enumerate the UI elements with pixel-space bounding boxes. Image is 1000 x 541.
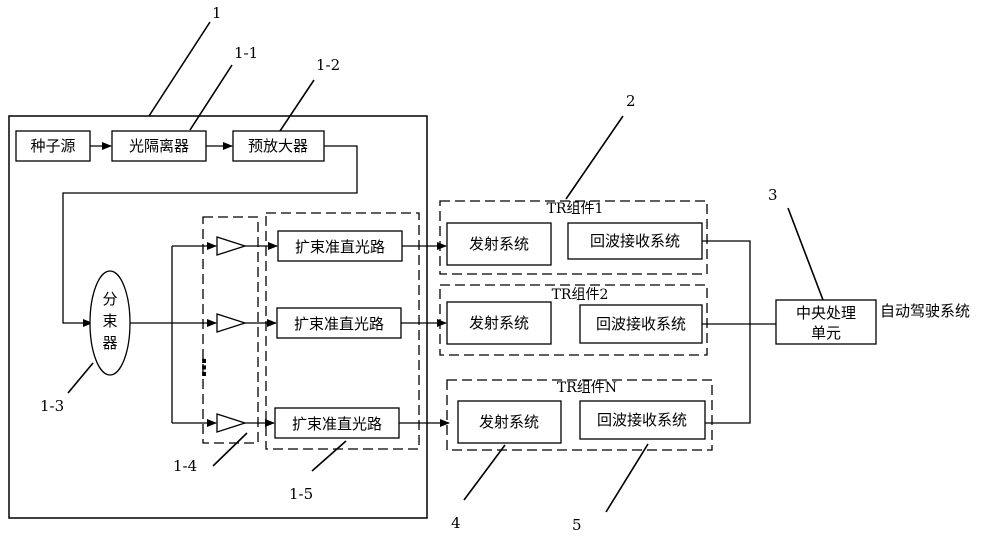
ellipsis-dots: ⋮ (193, 356, 215, 381)
optical-isolator-label: 光隔离器 (129, 137, 189, 155)
collimation-label-1: 扩束准直光路 (295, 238, 385, 256)
amplifier-icon-n (217, 414, 245, 432)
ref-4: 4 (451, 514, 461, 532)
leader-1 (149, 22, 210, 116)
ref-1-4: 1-4 (173, 457, 197, 475)
tr-component-1-label: TR组件1 (547, 201, 604, 217)
ref-2: 2 (626, 92, 636, 110)
amplifier-icon-2 (217, 314, 245, 332)
autopilot-label: 自动驾驶系统 (880, 302, 970, 320)
transmit-label-1: 发射系统 (469, 235, 529, 253)
ref-1-2: 1-2 (316, 56, 340, 74)
line-echo-1-to-n (702, 241, 750, 423)
splitter-label-2: 束 (102, 312, 117, 330)
echo-receive-label-1: 回波接收系统 (590, 232, 680, 250)
tr-component-2-label: TR组件2 (552, 287, 609, 303)
central-processing-label-1: 中央处理 (796, 304, 856, 322)
leader-2 (566, 116, 623, 199)
ref-1: 1 (212, 4, 222, 22)
ref-1-5: 1-5 (289, 485, 313, 503)
leader-1-1 (190, 65, 232, 130)
preamplifier-label: 预放大器 (248, 137, 308, 155)
leader-1-2 (280, 80, 314, 131)
amplifier-icon-1 (217, 237, 245, 255)
leader-1-3 (68, 363, 93, 393)
collimation-label-n: 扩束准直光路 (292, 415, 382, 433)
splitter-label-3: 器 (102, 334, 117, 352)
leader-5 (606, 444, 648, 512)
ref-5: 5 (572, 516, 582, 534)
leader-3 (788, 208, 823, 300)
central-processing-label-2: 单元 (811, 324, 841, 342)
transmit-label-n: 发射系统 (479, 413, 539, 431)
splitter-label-1: 分 (102, 290, 117, 308)
leader-4 (464, 445, 505, 500)
leader-1-5 (312, 441, 346, 471)
ref-1-3: 1-3 (40, 397, 64, 415)
collimation-label-2: 扩束准直光路 (294, 315, 384, 333)
tr-component-n-label: TR组件N (557, 380, 617, 396)
echo-receive-label-2: 回波接收系统 (596, 315, 686, 333)
echo-receive-label-n: 回波接收系统 (597, 411, 687, 429)
leader-1-4 (213, 433, 247, 466)
ref-3: 3 (768, 186, 778, 204)
ref-1-1: 1-1 (234, 44, 258, 62)
seed-source-label: 种子源 (30, 137, 75, 155)
transmit-label-2: 发射系统 (469, 314, 529, 332)
